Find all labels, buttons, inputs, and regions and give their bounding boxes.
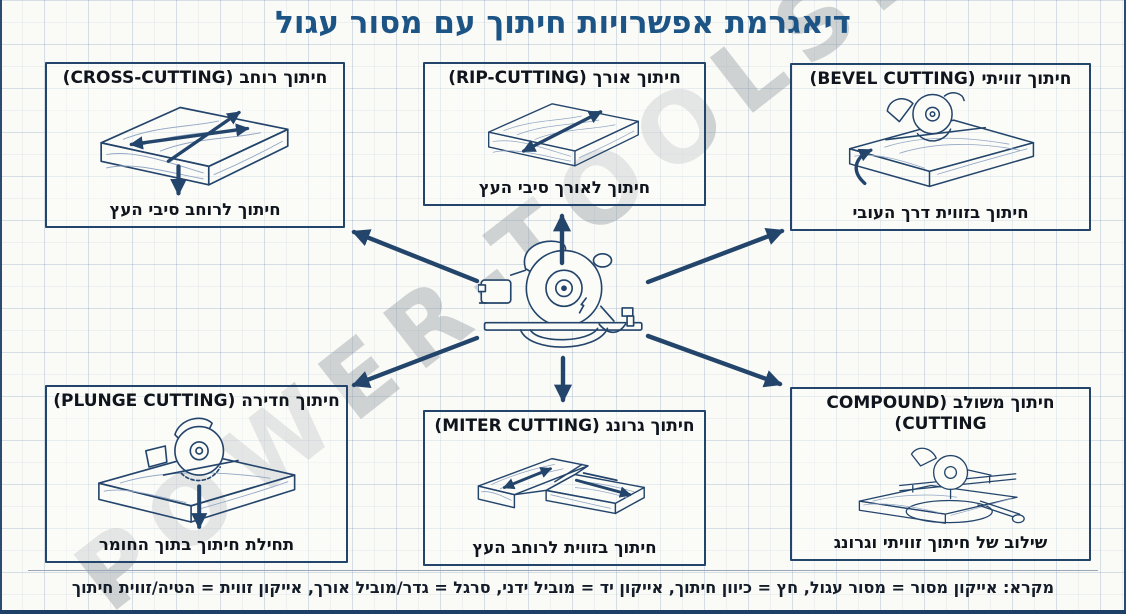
arrow-to-compound-box bbox=[645, 333, 783, 388]
miter-cutting-title: חיתוך גרונג (MITER CUTTING) bbox=[434, 416, 695, 436]
cross-cutting-caption: חיתוך לרוחב סיבי העץ bbox=[109, 200, 281, 220]
bottom-edge-line bbox=[0, 610, 1126, 614]
miter-cutting-caption: חיתוך בזווית לרוחב העץ bbox=[472, 538, 657, 558]
miter-saw-with-board-icon bbox=[858, 447, 1025, 524]
card-rip-cutting: חיתוך אורך (RIP-CUTTING) חיתוך לאורך סיב… bbox=[423, 62, 706, 206]
arrow-to-cross-box bbox=[351, 229, 480, 284]
plunge-cutting-title: חיתוך חדירה (PLUNGE CUTTING) bbox=[53, 391, 340, 411]
cross-cutting-title: חיתוך רוחב (CROSS-CUTTING) bbox=[62, 68, 328, 88]
legend-text: מקרא: אייקון מסור = מסור עגול, חץ = כיוו… bbox=[71, 578, 1055, 597]
compound-cutting-caption: שילוב של חיתוך זוויתי וגרונג bbox=[833, 533, 1048, 553]
miter-joint-planks-icon bbox=[477, 458, 646, 515]
circular-saw-icon bbox=[477, 240, 643, 348]
right-edge-line bbox=[1124, 0, 1126, 614]
card-compound-cutting: חיתוך משולב (COMPOUND CUTTING) שילוב של … bbox=[790, 387, 1091, 561]
left-edge-line bbox=[0, 0, 2, 614]
rip-cutting-caption: חיתוך לאורך סיבי העץ bbox=[478, 178, 651, 198]
card-cross-cutting: חיתוך רוחב (CROSS-CUTTING) חיתוך לרוחב ס… bbox=[45, 62, 345, 228]
wood-plank-lengthwise-arrow-icon bbox=[488, 103, 640, 167]
card-bevel-cutting: חיתוך זוויתי (BEVEL CUTTING) חיתוך בזווי… bbox=[790, 63, 1091, 231]
plunge-cutting-caption: תחילת חיתוך בתוך החומר bbox=[98, 535, 295, 555]
arrow-to-bevel-box bbox=[645, 228, 785, 285]
page-title: דיאגרמת אפשרויות חיתוך עם מסור עגול bbox=[275, 5, 851, 41]
card-miter-cutting: חיתוך גרונג (MITER CUTTING) חיתוך בזווית… bbox=[423, 410, 706, 566]
rip-cutting-title: חיתוך אורך (RIP-CUTTING) bbox=[448, 68, 681, 88]
card-plunge-cutting: חיתוך חדירה (PLUNGE CUTTING) תחילת חיתוך… bbox=[45, 385, 348, 563]
saw-on-board-tilt-arrow-icon bbox=[848, 92, 1034, 188]
wood-plank-cross-arrows-icon bbox=[100, 106, 289, 197]
saw-plunging-into-board-icon bbox=[97, 417, 296, 530]
central-circular-saw bbox=[477, 236, 650, 370]
compound-cutting-title: חיתוך משולב (COMPOUND CUTTING) bbox=[826, 393, 1055, 435]
legend-divider bbox=[28, 570, 1098, 571]
arrow-to-plunge-box bbox=[351, 335, 480, 388]
bevel-cutting-caption: חיתוך בזווית דרך העובי bbox=[852, 203, 1029, 223]
bevel-cutting-title: חיתוך זוויתי (BEVEL CUTTING) bbox=[809, 69, 1072, 89]
